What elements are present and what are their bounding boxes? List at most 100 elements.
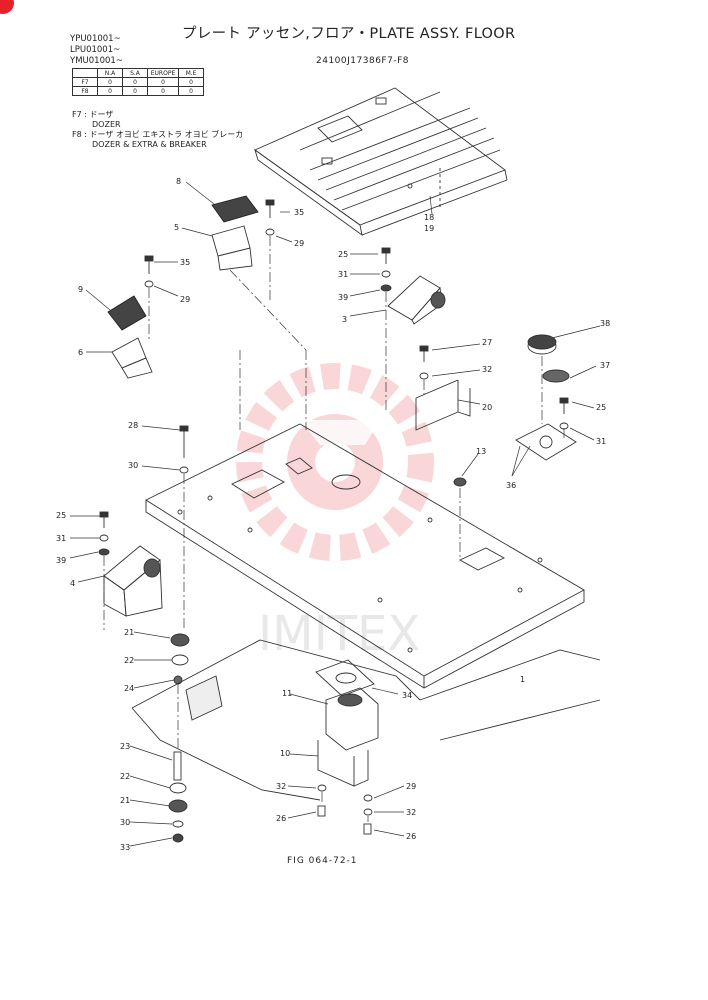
serial-item: YPU01001~ [70, 34, 121, 44]
callout-26: 26 [406, 832, 416, 841]
callout-29: 29 [180, 295, 190, 304]
spec-matrix: N.A S.A EUROPE M.E F7 0 0 0 0 F8 0 0 0 0 [72, 68, 204, 96]
washer-32-c [363, 808, 373, 816]
callout-30: 30 [120, 818, 130, 827]
washer-39-b [98, 548, 110, 556]
callout-31: 31 [338, 270, 348, 279]
note-code: F7 : [72, 110, 87, 119]
serial-item: LPU01001~ [70, 45, 121, 55]
callout-11: 11 [282, 689, 292, 698]
callout-33: 33 [120, 843, 130, 852]
callout-6: 6 [78, 348, 83, 357]
callout-23: 23 [120, 742, 130, 751]
callout-13: 13 [476, 447, 486, 456]
callout-32: 32 [482, 365, 492, 374]
callout-5: 5 [174, 223, 179, 232]
bolt-23 [173, 751, 182, 781]
washer-39-a [380, 284, 392, 292]
callout-35: 35 [180, 258, 190, 267]
callout-32: 32 [276, 782, 286, 791]
callout-19: 19 [424, 224, 434, 233]
callout-labels: 8 35 5 29 18 19 35 29 25 31 39 3 9 6 38 … [56, 177, 610, 852]
bolt-25-b [559, 397, 569, 414]
bolt-26-b [363, 823, 372, 835]
washer-32-a [419, 372, 429, 380]
callout-39: 39 [338, 293, 348, 302]
plug-37 [542, 369, 570, 383]
serial-list: YPU01001~ LPU01001~ YMU01001~ [70, 34, 123, 67]
part-number: 24100J17386F7-F8 [316, 56, 409, 66]
note-jp: ドーザ オヨビ エキストラ オヨビ ブレーカ [89, 130, 244, 139]
callout-37: 37 [600, 361, 610, 370]
mount-22-a [171, 654, 189, 666]
bracket-20 [415, 379, 471, 431]
callout-8: 8 [176, 177, 181, 186]
note-line: F7 : ドーザ [72, 110, 243, 120]
main-floor-plate [145, 423, 585, 689]
nut-33 [172, 833, 184, 843]
corner-logo-mark [0, 0, 14, 14]
callout-31: 31 [56, 534, 66, 543]
callout-28: 28 [128, 421, 138, 430]
callout-29: 29 [294, 239, 304, 248]
figure-label: FIG 064-72-1 [287, 856, 358, 866]
bolt-28 [179, 425, 189, 458]
bolt-35-a [265, 199, 275, 218]
callout-25: 25 [338, 250, 348, 259]
pedal-cover-9 [107, 295, 147, 331]
bolt-25-c [99, 511, 109, 528]
pedal-cover-8 [211, 195, 259, 223]
callout-3: 3 [342, 315, 347, 324]
callout-32: 32 [406, 808, 416, 817]
page-title: プレート アッセン,フロア・PLATE ASSY. FLOOR [182, 26, 516, 42]
plate-34 [315, 659, 375, 697]
note-jp: ドーザ [89, 110, 114, 119]
callout-35: 35 [294, 208, 304, 217]
bolt-35-b [144, 255, 154, 274]
callout-4: 4 [70, 579, 75, 588]
option-notes: F7 : ドーザ DOZER F8 : ドーザ オヨビ エキストラ オヨビ ブレ… [72, 110, 243, 150]
bolt-26-a [317, 805, 326, 817]
callout-18: 18 [424, 213, 434, 222]
spacer-24 [173, 675, 183, 685]
washer-29-c [363, 794, 373, 802]
callout-21: 21 [124, 628, 134, 637]
callout-22: 22 [124, 656, 134, 665]
note-line: F8 : ドーザ オヨビ エキストラ オヨビ ブレーカ [72, 130, 243, 140]
bolt-25-a [381, 247, 391, 264]
pedal-valve-11 [325, 687, 379, 751]
callout-31: 31 [596, 437, 606, 446]
washer-29-a [265, 228, 275, 236]
cover-4 [103, 545, 163, 617]
callout-24: 24 [124, 684, 134, 693]
matrix-row: F7 0 0 0 0 [72, 77, 204, 87]
callout-25: 25 [596, 403, 606, 412]
watermark-logo [236, 363, 434, 561]
mount-21-b [168, 799, 188, 813]
grommet-38 [527, 334, 557, 355]
serial-item: YMU01001~ [70, 56, 123, 66]
pedal-bracket-5 [211, 225, 253, 271]
callout-30: 30 [128, 461, 138, 470]
matrix-row: F8 0 0 0 0 [72, 86, 204, 96]
washer-31-c [99, 534, 109, 542]
callout-39: 39 [56, 556, 66, 565]
upper-floor-plate [254, 87, 508, 237]
cover-3 [387, 275, 446, 325]
mount-21-a [170, 633, 190, 647]
bolt-27 [419, 345, 429, 362]
grommet-13 [453, 477, 467, 487]
assembly-centerlines [103, 236, 565, 822]
note-en: DOZER & EXTRA & BREAKER [92, 140, 207, 149]
callout-25: 25 [56, 511, 66, 520]
washer-30-a [179, 466, 189, 474]
callout-36: 36 [506, 481, 516, 490]
leader-lines [69, 181, 601, 847]
mount-22-b [169, 782, 187, 794]
callout-38: 38 [600, 319, 610, 328]
callout-9: 9 [78, 285, 83, 294]
callout-26: 26 [276, 814, 286, 823]
washer-30-b [172, 820, 184, 828]
